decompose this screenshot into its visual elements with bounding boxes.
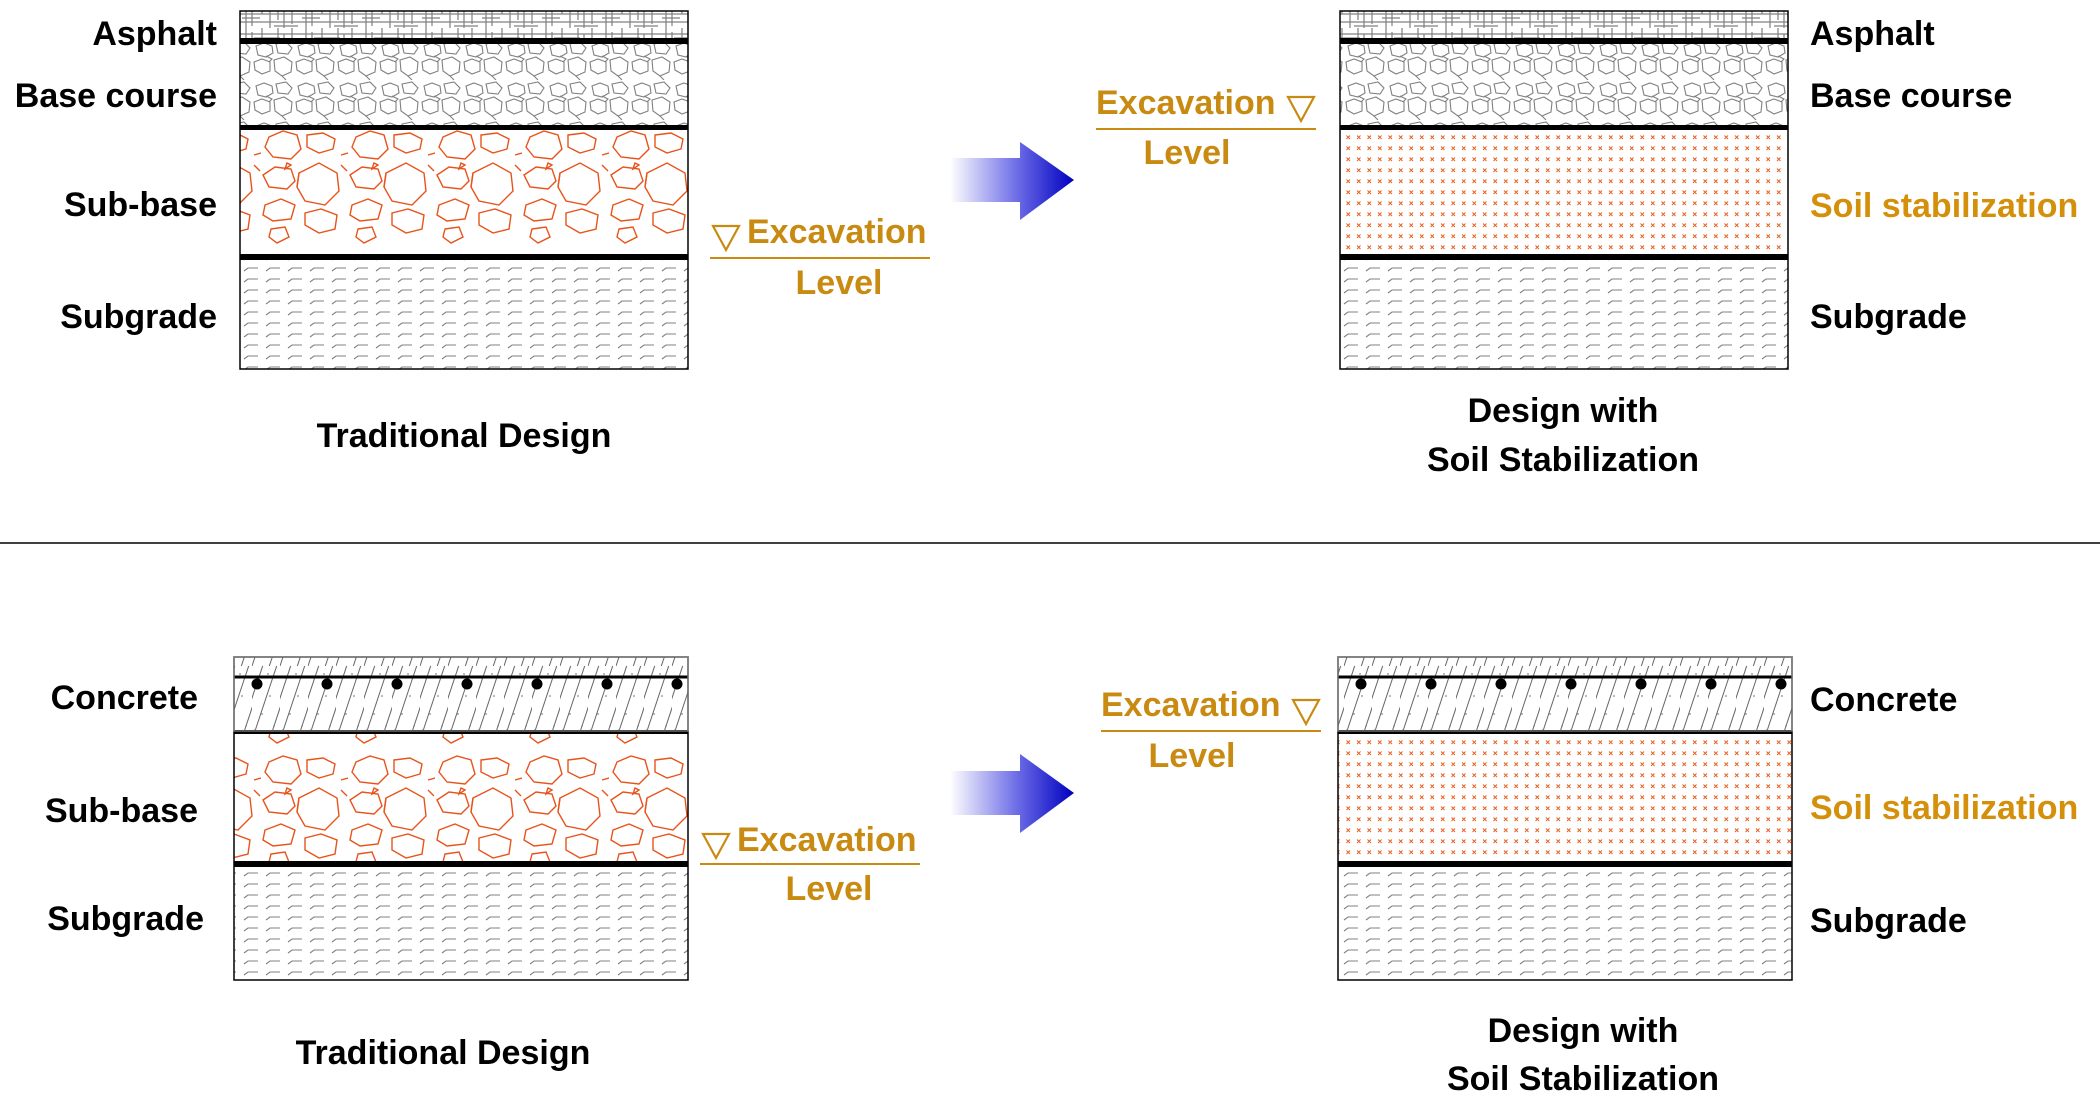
- rebar-dot: [251, 678, 263, 690]
- layer-base-course: [1340, 44, 1788, 125]
- layer-asphalt: [1340, 11, 1788, 39]
- concrete-outline: [1337, 656, 1793, 732]
- excavation-text: Excavation: [1096, 84, 1276, 122]
- label-sub-base: Sub-base: [45, 792, 198, 830]
- layer-sub-base: [234, 734, 688, 861]
- top-traditional-section: Asphalt Base course Sub-base Subgrade Ex…: [15, 10, 930, 455]
- band: [1338, 861, 1792, 867]
- band: [240, 125, 688, 130]
- band: [240, 254, 688, 260]
- bottom-stabilized-section: Excavation Level Concrete Soil stabiliza…: [1101, 656, 2078, 1098]
- level-text: Level: [796, 264, 883, 302]
- label-concrete: Concrete: [1810, 681, 1957, 719]
- concrete-outline: [233, 656, 689, 732]
- rebar-dot: [461, 678, 473, 690]
- band: [234, 730, 688, 734]
- bottom-traditional-section: Concrete Sub-base Subgrade Excavation Le…: [45, 656, 920, 1072]
- excavation-level-marker: Excavation Level: [1096, 84, 1316, 172]
- excavation-text: Excavation: [747, 213, 927, 251]
- excavation-level-marker: Excavation Level: [700, 821, 920, 908]
- layer-sub-base: [240, 130, 688, 254]
- rebar-dot: [1775, 678, 1787, 690]
- rebar-dot: [671, 678, 683, 690]
- rebar-dots: [1355, 678, 1787, 690]
- layer-soil-stabilization: [1340, 130, 1788, 254]
- layer-asphalt: [240, 11, 688, 39]
- level-text: Level: [1149, 737, 1236, 775]
- band: [1340, 254, 1788, 260]
- label-subgrade: Subgrade: [1810, 298, 1967, 336]
- rebar-dot: [321, 678, 333, 690]
- label-subgrade: Subgrade: [60, 298, 217, 336]
- layer-base-course: [240, 44, 688, 125]
- triangle-down-icon: [701, 832, 731, 861]
- band: [1338, 730, 1792, 734]
- layer-concrete: [234, 657, 688, 731]
- band: [1340, 38, 1788, 44]
- caption-traditional-design: Traditional Design: [317, 417, 612, 455]
- label-subgrade: Subgrade: [47, 900, 204, 938]
- layer-concrete: [1338, 657, 1792, 731]
- top-stabilized-section: Excavation Level Asphalt Base course Soi…: [1096, 10, 2078, 479]
- label-base-course: Base course: [15, 77, 217, 115]
- rebar-dot: [601, 678, 613, 690]
- arrow-right-icon: [950, 142, 1074, 220]
- excavation-text: Excavation: [737, 821, 917, 859]
- label-base-course: Base course: [1810, 77, 2012, 115]
- band: [1340, 125, 1788, 130]
- layer-subgrade: [240, 260, 688, 369]
- arrow-right-icon: [950, 754, 1074, 833]
- triangle-down-icon: [1291, 698, 1321, 727]
- triangle-down-icon: [711, 224, 741, 253]
- label-asphalt: Asphalt: [92, 15, 217, 53]
- caption-soil-stabilization: Soil Stabilization: [1447, 1060, 1719, 1098]
- level-text: Level: [786, 870, 873, 908]
- rebar-dots: [251, 678, 683, 690]
- label-asphalt: Asphalt: [1810, 15, 1935, 53]
- rebar-dot: [1355, 678, 1367, 690]
- triangle-down-icon: [1286, 95, 1316, 124]
- caption-traditional-design: Traditional Design: [296, 1034, 591, 1072]
- layer-subgrade: [234, 867, 688, 980]
- level-text: Level: [1144, 134, 1231, 172]
- rebar-dot: [1635, 678, 1647, 690]
- caption-design-with: Design with: [1468, 392, 1659, 430]
- rebar-dot: [1705, 678, 1717, 690]
- box-outline: [239, 10, 689, 370]
- label-subgrade: Subgrade: [1810, 902, 1967, 940]
- label-soil-stabilization: Soil stabilization: [1810, 187, 2078, 225]
- layer-subgrade: [1338, 867, 1792, 980]
- excavation-level-marker: Excavation Level: [710, 213, 930, 302]
- layer-soil-stabilization: [1338, 734, 1792, 861]
- rebar-dot: [1425, 678, 1437, 690]
- layer-subgrade: [1340, 260, 1788, 369]
- label-concrete: Concrete: [51, 679, 198, 717]
- box-outline: [1339, 10, 1789, 370]
- excavation-text: Excavation: [1101, 686, 1281, 724]
- band: [234, 861, 688, 867]
- label-soil-stabilization: Soil stabilization: [1810, 789, 2078, 827]
- rebar-dot: [531, 678, 543, 690]
- label-sub-base: Sub-base: [64, 186, 217, 224]
- rebar-dot: [391, 678, 403, 690]
- rebar-dot: [1495, 678, 1507, 690]
- caption-design-with: Design with: [1488, 1012, 1679, 1050]
- caption-soil-stabilization: Soil Stabilization: [1427, 441, 1699, 479]
- excavation-level-marker: Excavation Level: [1101, 686, 1321, 775]
- band: [240, 38, 688, 44]
- rebar-dot: [1565, 678, 1577, 690]
